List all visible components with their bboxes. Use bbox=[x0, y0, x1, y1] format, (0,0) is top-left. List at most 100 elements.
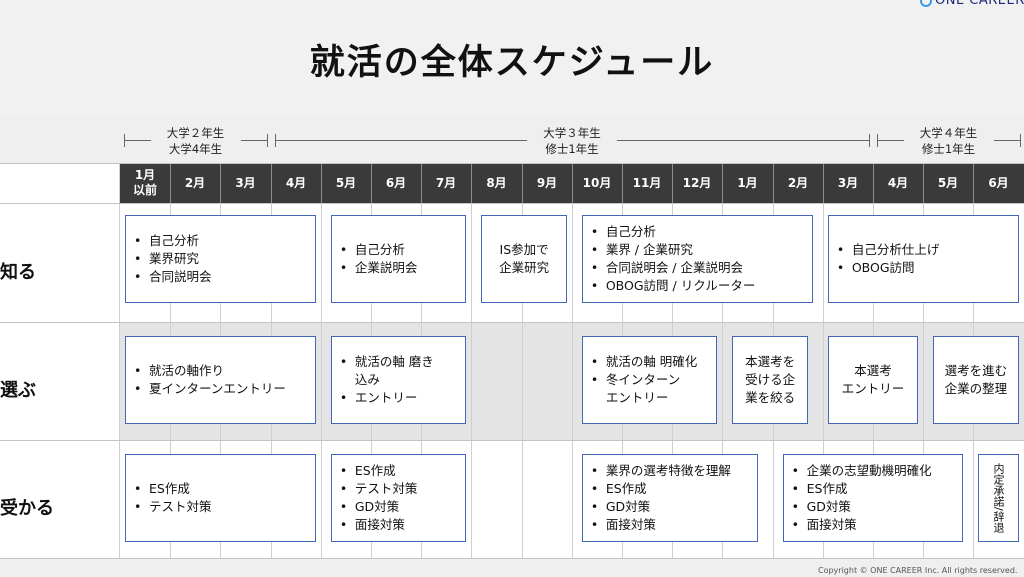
era-label: 大学３年生修士1年生 bbox=[527, 125, 617, 157]
month-separator bbox=[823, 163, 824, 203]
task-list: ES作成テスト対策 bbox=[134, 480, 307, 516]
month-cell: 5月 bbox=[937, 175, 959, 190]
task-item: 就活の軸作り bbox=[134, 362, 307, 380]
task-item: ES作成 bbox=[792, 480, 955, 498]
schedule-box: 自己分析業界研究合同説明会 bbox=[125, 215, 316, 303]
month-separator bbox=[873, 163, 874, 203]
schedule-box: 就活の軸 磨き込みエントリー bbox=[330, 336, 467, 424]
row-label: 知る bbox=[0, 262, 36, 283]
task-item: 企業説明会 bbox=[340, 259, 458, 277]
task-list: 就活の軸作り夏インターンエントリー bbox=[134, 362, 307, 398]
task-text: IS参加で企業研究 bbox=[499, 242, 550, 275]
month-separator bbox=[923, 163, 924, 203]
era-label-line: 大学４年生 bbox=[919, 126, 978, 140]
month-cell: 3月 bbox=[235, 175, 256, 190]
month-cell: 8月 bbox=[486, 175, 507, 190]
era-label-line: 大学4年生 bbox=[168, 142, 223, 156]
schedule-box: 本選考エントリー bbox=[827, 336, 919, 424]
era-label-line: 修士1年生 bbox=[545, 142, 599, 156]
task-list: 企業の志望動機明確化ES作成GD対策面接対策 bbox=[792, 462, 955, 534]
task-list: 就活の軸 磨き込みエントリー bbox=[340, 353, 458, 407]
schedule-box: ES作成テスト対策 bbox=[125, 454, 316, 542]
era-bracket-tick bbox=[877, 134, 878, 147]
era-bracket-tick bbox=[267, 134, 268, 147]
row-label: 選ぶ bbox=[0, 380, 36, 401]
task-item: ES作成 bbox=[134, 480, 307, 498]
task-text: 本選考を受ける企業を絞る bbox=[745, 354, 796, 405]
month-separator bbox=[220, 163, 221, 203]
era-bracket-tick bbox=[869, 134, 870, 147]
schedule-box: 自己分析業界 / 企業研究合同説明会 / 企業説明会OBOG訪問 / リクルータ… bbox=[581, 215, 813, 303]
month-separator bbox=[371, 163, 372, 203]
schedule-box: 自己分析仕上げOBOG訪問 bbox=[827, 215, 1019, 303]
schedule-box: 就活の軸 明確化冬インターンエントリー bbox=[581, 336, 718, 424]
month-separator bbox=[421, 163, 422, 203]
task-item: ES作成 bbox=[591, 480, 749, 498]
month-cell: 11月 bbox=[632, 175, 662, 190]
era-bracket-tick bbox=[124, 134, 125, 147]
grid-line bbox=[572, 203, 573, 558]
task-text: 内定承諾/辞退 bbox=[991, 463, 1005, 533]
month-separator bbox=[672, 163, 673, 203]
task-item: 夏インターンエントリー bbox=[134, 380, 307, 398]
task-item: 合同説明会 / 企業説明会 bbox=[591, 259, 804, 277]
task-list: 就活の軸 明確化冬インターンエントリー bbox=[591, 353, 709, 407]
schedule-box: ES作成テスト対策GD対策面接対策 bbox=[330, 454, 467, 542]
task-item: 業界の選考特徴を理解 bbox=[591, 462, 749, 480]
month-cell: 1月 bbox=[737, 175, 758, 190]
task-item: 面接対策 bbox=[792, 516, 955, 534]
row-separator bbox=[0, 558, 1024, 559]
row-label: 受かる bbox=[0, 498, 54, 519]
task-item: 企業の志望動機明確化 bbox=[792, 462, 955, 480]
grid-line bbox=[722, 203, 723, 558]
month-separator bbox=[271, 163, 272, 203]
month-cell: 4月 bbox=[887, 175, 909, 190]
schedule-box: 業界の選考特徴を理解ES作成GD対策面接対策 bbox=[581, 454, 758, 542]
task-list: ES作成テスト対策GD対策面接対策 bbox=[340, 462, 458, 534]
task-item: OBOG訪問 / リクルーター bbox=[591, 277, 804, 295]
brand-logo: ONE CAREER bbox=[920, 0, 1024, 8]
era-label: 大学４年生修士1年生 bbox=[903, 125, 994, 157]
schedule-box: 選考を進む企業の整理 bbox=[933, 336, 1019, 424]
month-cell: 6月 bbox=[385, 175, 407, 190]
era-label-line: 大学２年生 bbox=[166, 126, 225, 140]
month-separator bbox=[572, 163, 573, 203]
month-cell: 2月 bbox=[184, 175, 206, 190]
schedule-box: IS参加で企業研究 bbox=[481, 215, 567, 303]
month-separator bbox=[722, 163, 723, 203]
month-cell: 12月 bbox=[682, 175, 712, 190]
task-item: 就活の軸 明確化 bbox=[591, 353, 709, 371]
task-text: 選考を進む企業の整理 bbox=[944, 363, 1008, 396]
month-cell: 9月 bbox=[536, 175, 558, 190]
task-item: 自己分析 bbox=[591, 223, 804, 241]
task-list: 自己分析業界 / 企業研究合同説明会 / 企業説明会OBOG訪問 / リクルータ… bbox=[591, 223, 804, 295]
task-item: GD対策 bbox=[591, 498, 749, 516]
month-separator bbox=[522, 163, 523, 203]
task-item: ES作成 bbox=[340, 462, 458, 480]
month-separator bbox=[622, 163, 623, 203]
row-separator bbox=[0, 440, 1024, 441]
row-separator bbox=[0, 322, 1024, 323]
grid-line bbox=[823, 203, 824, 558]
row-separator bbox=[0, 203, 1024, 204]
task-item: 自己分析 bbox=[340, 241, 458, 259]
month-cell: 3月 bbox=[837, 175, 859, 190]
month-cell: 5月 bbox=[335, 175, 357, 190]
task-list: 業界の選考特徴を理解ES作成GD対策面接対策 bbox=[591, 462, 749, 534]
month-separator bbox=[471, 163, 472, 203]
task-list: 自己分析企業説明会 bbox=[340, 241, 458, 277]
month-separator bbox=[773, 163, 774, 203]
task-item: 業界 / 企業研究 bbox=[591, 241, 804, 259]
month-cell: 7月 bbox=[435, 175, 457, 190]
grid-line bbox=[471, 203, 472, 558]
era-bracket-tick bbox=[275, 134, 276, 147]
schedule-box: 内定承諾/辞退 bbox=[978, 454, 1019, 542]
task-item: 面接対策 bbox=[340, 516, 458, 534]
month-separator bbox=[973, 163, 974, 203]
schedule-box: 本選考を受ける企業を絞る bbox=[732, 336, 808, 424]
month-separator bbox=[170, 163, 171, 203]
title-area bbox=[0, 0, 1024, 118]
task-item: テスト対策 bbox=[134, 498, 307, 516]
task-item: OBOG訪問 bbox=[837, 259, 1010, 277]
